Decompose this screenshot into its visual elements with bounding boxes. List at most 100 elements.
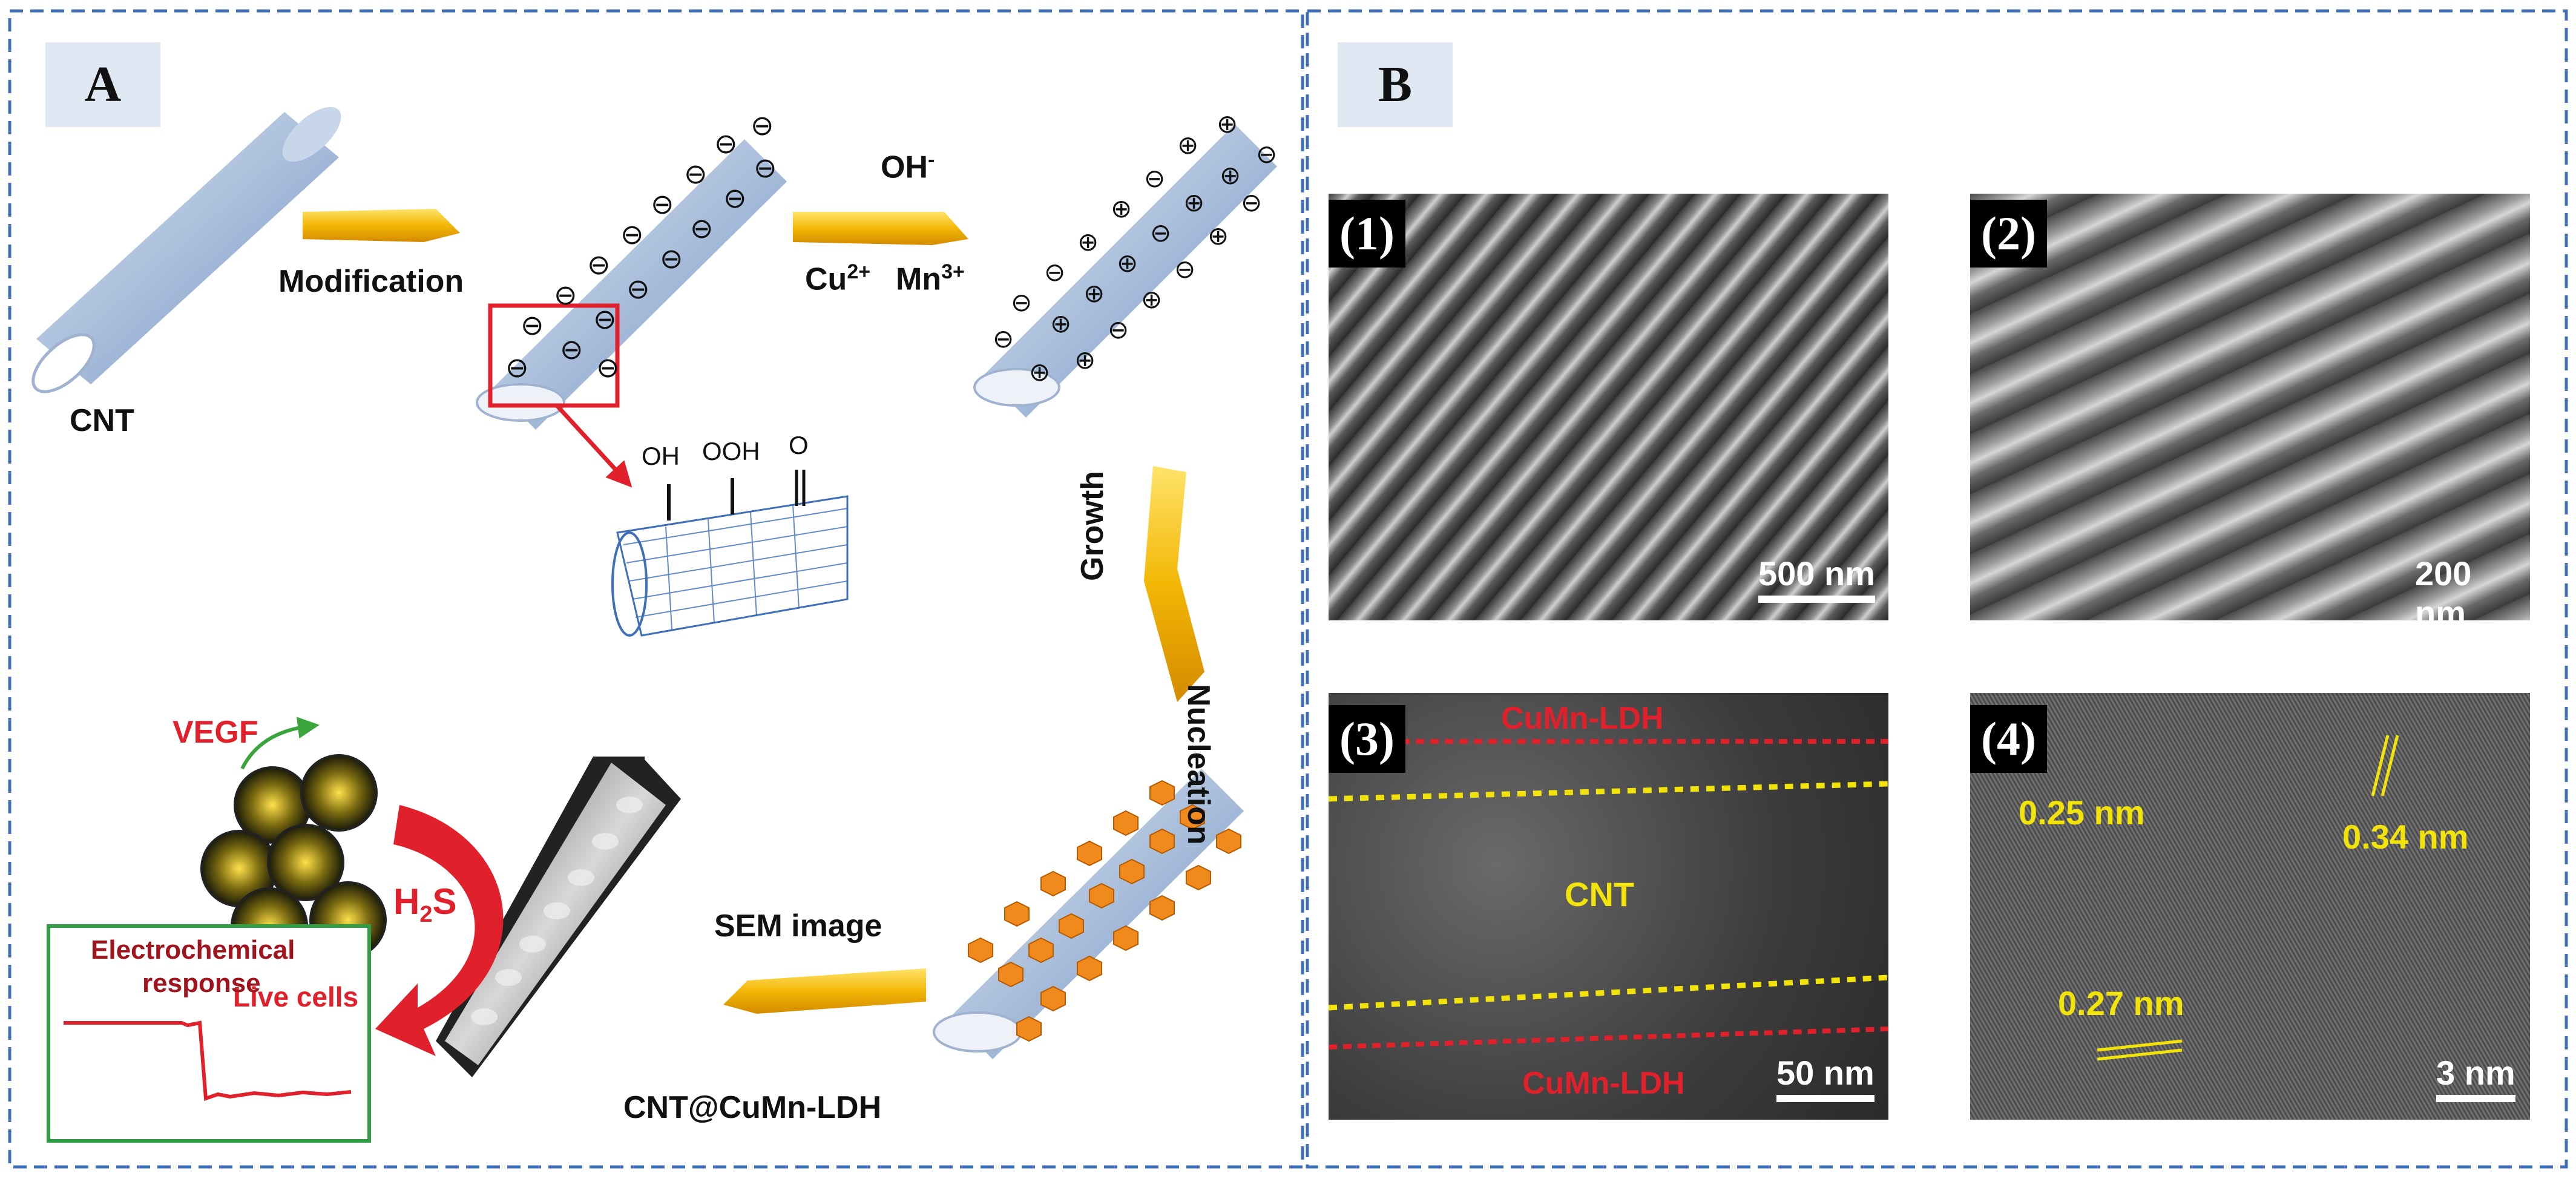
panel-a-tag: A xyxy=(45,42,160,127)
micrograph-4-d1: 0.25 nm xyxy=(2019,793,2145,832)
micrograph-3-scale-text: 50 nm xyxy=(1776,1054,1874,1092)
response-box xyxy=(47,924,371,1143)
modification-arrow xyxy=(303,209,460,242)
nucleation-label: Nucleation xyxy=(1181,684,1216,845)
micrograph-4-tag: (4) xyxy=(1970,705,2047,773)
charged-tube xyxy=(973,124,1277,418)
negative-charge-sign: ⊖ xyxy=(754,152,777,183)
negative-charge-sign: ⊖ xyxy=(660,243,683,274)
negative-charge-sign: ⊖ xyxy=(723,182,747,214)
response-title-1: Electrochemical xyxy=(91,935,295,965)
oh-label: OH- xyxy=(881,148,935,185)
negative-charge-sign: ⊖ xyxy=(593,303,617,335)
negative-charge-sign: ⊖ xyxy=(626,273,650,304)
negative-charge-sign: ⊖ xyxy=(1108,315,1129,344)
positive-charge-sign: ⊕ xyxy=(1077,228,1099,256)
positive-charge-sign: ⊕ xyxy=(1083,279,1105,307)
micrograph-3-scale-bar xyxy=(1776,1095,1874,1102)
ldh-tube xyxy=(933,769,1244,1059)
micrograph-4-d3: 0.27 nm xyxy=(2058,984,2184,1022)
panel-a-frame xyxy=(8,9,1304,1169)
vegf-arrow xyxy=(240,717,320,770)
growth-label: Growth xyxy=(1075,471,1110,581)
cnt-tube xyxy=(31,107,341,393)
positive-charge-sign: ⊕ xyxy=(1183,188,1205,217)
response-title-2: response xyxy=(142,968,261,998)
micrograph-3-top-layer: CuMn-LDH xyxy=(1501,701,1664,736)
sem-inset xyxy=(436,757,681,1077)
negative-charge-sign: ⊖ xyxy=(1144,164,1166,192)
sem-label: SEM image xyxy=(714,908,882,944)
micrograph-1-tag: (1) xyxy=(1329,200,1405,268)
micrograph-1-scale-text: 500 nm xyxy=(1758,554,1875,593)
negative-charge-sign: ⊖ xyxy=(596,352,620,383)
response-trace xyxy=(64,1020,352,1102)
h2s-arrow xyxy=(375,805,504,1056)
micrograph-3: (3) CuMn-LDH CNT CuMn-LDH 50 nm xyxy=(1329,693,1888,1120)
oh-charge: - xyxy=(928,148,935,171)
h2s-subscript: 2 xyxy=(419,902,433,927)
micrograph-4-scale: 3 nm xyxy=(2436,1053,2515,1102)
negative-charge-sign: ⊖ xyxy=(690,212,714,244)
cu-label: Cu2+ xyxy=(805,260,870,297)
h2s-label: H2S xyxy=(393,881,457,928)
h2s-h: H xyxy=(393,881,420,922)
negative-charge-sign: ⊖ xyxy=(751,110,774,141)
negative-charge-sign: ⊖ xyxy=(1256,140,1278,168)
zoom-arrow xyxy=(555,404,632,488)
negative-charge-sign: ⊖ xyxy=(521,309,544,341)
positive-charge-sign: ⊕ xyxy=(1117,249,1138,277)
highlight-box xyxy=(488,303,620,408)
panel-b-frame xyxy=(1306,9,2568,1169)
negative-charge-sign: ⊖ xyxy=(714,128,738,159)
micrograph-4-scale-bar xyxy=(2436,1095,2515,1102)
negative-charge-sign: ⊖ xyxy=(993,324,1014,353)
positive-charge-sign: ⊕ xyxy=(1208,222,1229,250)
negative-charge-sign: ⊖ xyxy=(1174,255,1196,283)
h2s-s: S xyxy=(432,881,457,922)
micrograph-2-scale-bar xyxy=(2415,635,2530,642)
micrograph-2-scale-text: 200 nm xyxy=(2415,554,2472,632)
vegf-label: VEGF xyxy=(172,715,258,750)
micrograph-3-bottom-layer: CuMn-LDH xyxy=(1522,1066,1685,1101)
positive-charge-sign: ⊕ xyxy=(1217,110,1238,138)
group-o-label: O xyxy=(789,431,809,459)
sem-arrow xyxy=(723,968,926,1014)
positive-charge-sign: ⊕ xyxy=(1177,131,1199,159)
growth-arrow xyxy=(1144,466,1204,702)
positive-charge-sign: ⊕ xyxy=(1220,161,1241,189)
micrograph-2-tag: (2) xyxy=(1970,200,2047,268)
negative-charge-sign: ⊖ xyxy=(1150,218,1172,247)
oh-arrow xyxy=(793,212,968,245)
cnt-label: CNT xyxy=(70,403,134,438)
micrograph-3-lines xyxy=(1329,739,1888,1049)
micrograph-2: (2) 200 nm xyxy=(1970,194,2530,642)
positive-charge-sign: ⊕ xyxy=(1141,285,1163,314)
micrograph-4-d2: 0.34 nm xyxy=(2342,818,2469,856)
negative-charge-sign: ⊖ xyxy=(684,158,708,189)
mn-text: Mn xyxy=(896,261,942,297)
positive-charge-sign: ⊕ xyxy=(1029,358,1051,386)
micrograph-3-tag: (3) xyxy=(1329,705,1405,773)
micrograph-3-core: CNT xyxy=(1565,875,1635,913)
panel-a-schematic xyxy=(31,107,1277,1143)
micrograph-2-scale: 200 nm xyxy=(2415,554,2530,642)
panel-b-tag: B xyxy=(1338,42,1453,127)
graphene-tube xyxy=(611,470,849,637)
live-cells-label: Live cells xyxy=(233,981,359,1013)
negative-charge-sign: ⊖ xyxy=(1241,188,1263,217)
negative-charge-sign: ⊖ xyxy=(1044,258,1066,286)
group-ooh-label: OOH xyxy=(702,437,760,465)
micrograph-4-lines xyxy=(2097,735,2399,1061)
product-label: CNT@CuMn-LDH xyxy=(623,1090,882,1125)
group-oh-label: OH xyxy=(642,442,680,470)
micrograph-3-scale: 50 nm xyxy=(1776,1053,1874,1102)
micrograph-4-scale-text: 3 nm xyxy=(2436,1054,2515,1092)
negative-charge-sign: ⊖ xyxy=(560,333,583,365)
positive-charge-sign: ⊕ xyxy=(1074,346,1096,374)
positive-charge-sign: ⊕ xyxy=(1111,194,1132,223)
cu-text: Cu xyxy=(805,261,847,297)
micrograph-1: (1) 500 nm xyxy=(1329,194,1888,620)
